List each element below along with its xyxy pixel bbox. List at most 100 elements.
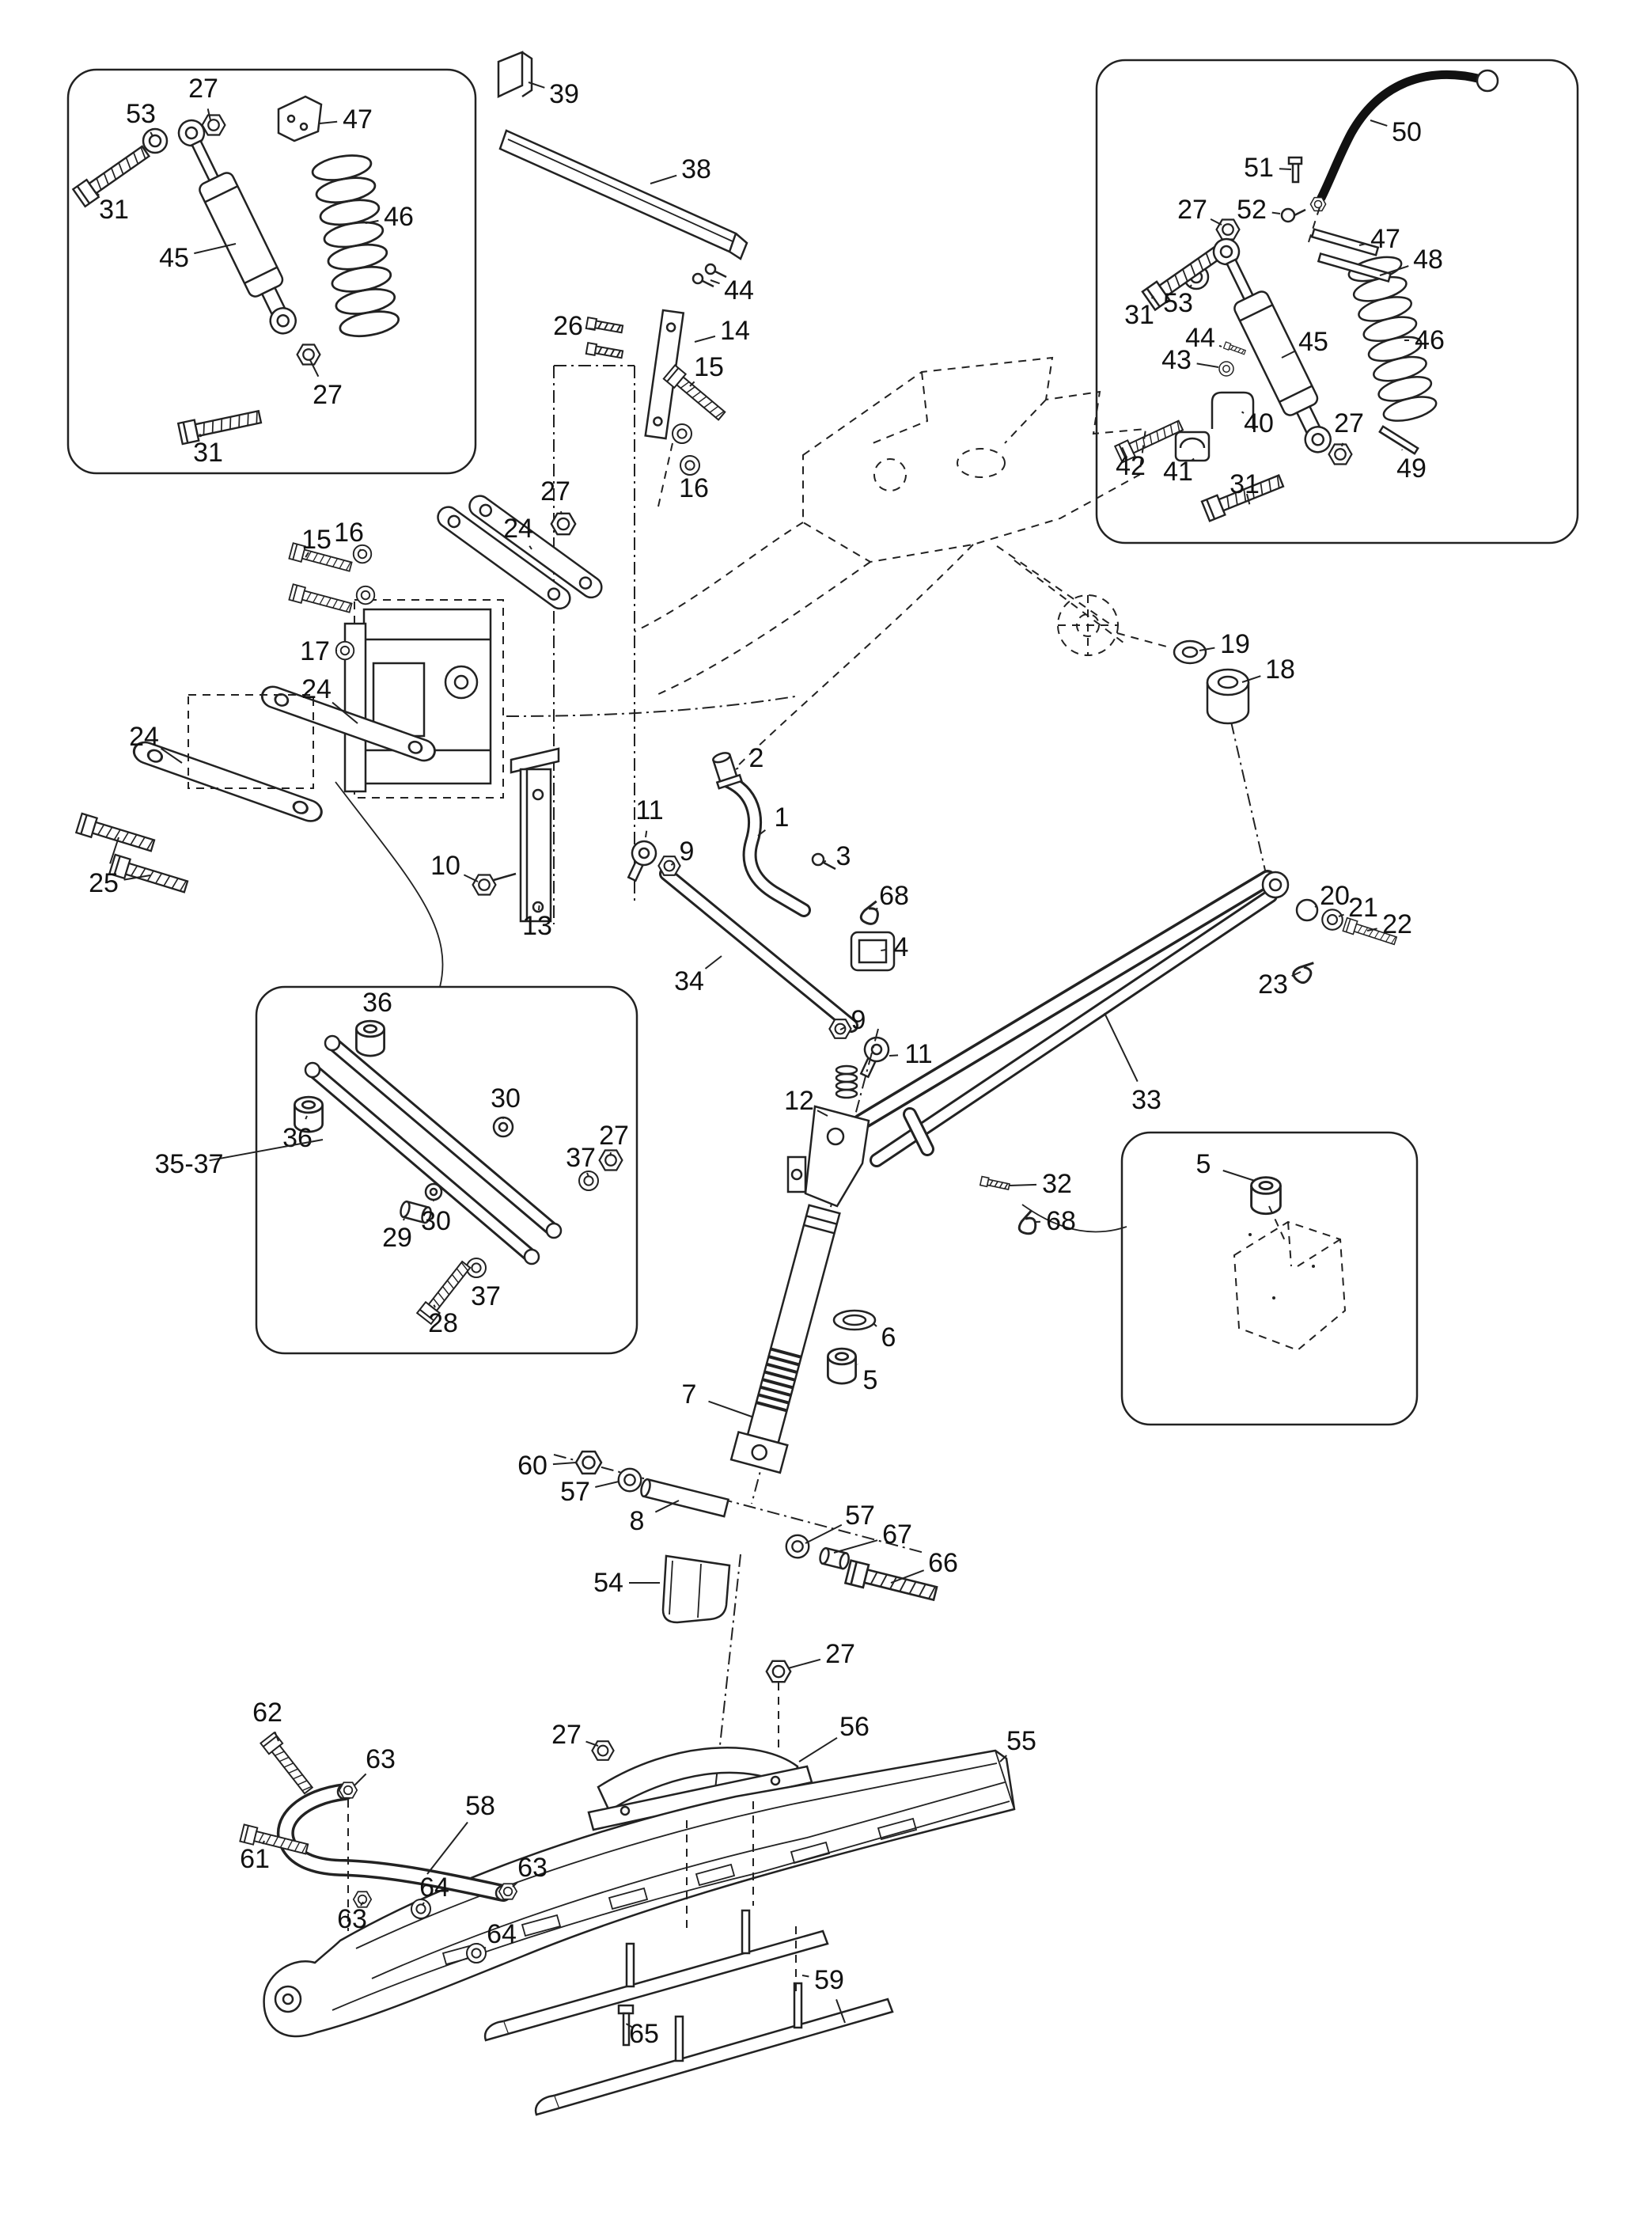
part-label-55: 55	[1006, 1726, 1036, 1756]
bushing-detail	[1233, 1176, 1347, 1352]
nut-10	[472, 874, 497, 896]
part-label-45: 45	[159, 243, 189, 273]
nut-9	[828, 1019, 852, 1039]
leader-line	[999, 1755, 1007, 1762]
leader-line	[710, 279, 720, 285]
nut-27	[550, 512, 577, 536]
part-label-47: 47	[1370, 224, 1400, 254]
steering-support	[343, 599, 504, 799]
screw-3	[811, 852, 825, 867]
leader-line	[1009, 1183, 1037, 1186]
part-label-53: 53	[1163, 288, 1193, 318]
leader-line	[650, 174, 677, 184]
leader-line	[654, 1500, 680, 1513]
leader-line	[365, 219, 379, 224]
part-label-25: 25	[89, 868, 119, 898]
part-label-31: 31	[1230, 469, 1260, 499]
leader-line	[585, 1740, 599, 1747]
bracket-39	[497, 51, 533, 98]
part-label-39: 39	[549, 79, 579, 109]
leader-line	[1281, 350, 1296, 359]
leader-line	[1199, 647, 1215, 651]
leader-line	[1338, 913, 1344, 917]
washer-57	[617, 1467, 642, 1493]
leader-line	[1222, 1170, 1256, 1182]
part-label-38: 38	[681, 154, 711, 184]
part-label-18: 18	[1265, 655, 1295, 685]
steering-arm-1	[711, 752, 836, 917]
hose-nut	[1309, 196, 1327, 212]
bolt-65	[617, 2004, 635, 2047]
ball-stud-2	[711, 752, 743, 790]
leader-line	[823, 860, 827, 863]
part-label-46: 46	[1415, 325, 1445, 355]
leader-line	[609, 1152, 612, 1156]
axle-8	[640, 1478, 730, 1518]
part-label-6: 6	[881, 1322, 896, 1353]
washer-57	[785, 1534, 810, 1559]
ski-55	[263, 1749, 1016, 2038]
connector-curve-to-detail	[1021, 1204, 1127, 1233]
seal-6	[832, 1309, 877, 1331]
part-label-29: 29	[382, 1223, 412, 1253]
part-label-62: 62	[252, 1698, 282, 1728]
part-label-27: 27	[551, 1720, 582, 1750]
leader-line	[670, 862, 675, 866]
leader-line	[433, 1304, 436, 1308]
leader-line	[801, 1975, 809, 1978]
spring-slider-47	[1310, 228, 1380, 256]
bushing-5	[827, 1347, 857, 1385]
leader-line	[1191, 457, 1195, 461]
leader-line	[805, 1523, 843, 1544]
leader-line	[552, 1462, 577, 1466]
steering-post-7	[729, 1204, 841, 1474]
spindle-12	[786, 1064, 870, 1208]
inset-box-bushing-detail	[1120, 1131, 1419, 1426]
part-label-46: 46	[384, 202, 414, 232]
part-label-27: 27	[825, 1639, 855, 1669]
washer-16	[679, 454, 701, 476]
part-label-30: 30	[491, 1083, 521, 1114]
leader-line	[889, 1054, 899, 1057]
leader-line	[625, 2023, 634, 2028]
washer-16	[671, 423, 693, 445]
leader-line	[160, 747, 183, 764]
leader-line	[1218, 344, 1222, 347]
leader-line	[1366, 928, 1377, 931]
part-label-8: 8	[630, 1506, 645, 1536]
part-label-37: 37	[471, 1281, 501, 1311]
leader-line	[1370, 120, 1388, 127]
leader-line	[1246, 493, 1251, 505]
part-label-37: 37	[566, 1143, 596, 1173]
part-label-61: 61	[240, 1844, 270, 1874]
part-label-3: 3	[836, 841, 851, 871]
hose-50	[1317, 70, 1486, 203]
leader-line	[708, 1400, 752, 1417]
leader-line	[835, 1999, 846, 2024]
part-label-16: 16	[334, 518, 364, 548]
steering-stop-4	[850, 931, 896, 972]
leader-line	[426, 1821, 468, 1875]
leader-line	[305, 1115, 308, 1120]
part-label-9: 9	[851, 1005, 866, 1035]
leader-line	[1189, 284, 1192, 287]
tie-rod-34	[620, 836, 894, 1082]
leader-line	[529, 545, 532, 550]
rubber-stop-54	[661, 1554, 731, 1624]
trailing-arm-33	[852, 870, 1290, 1167]
part-label-48: 48	[1413, 245, 1443, 275]
part-label-27: 27	[1177, 195, 1207, 225]
part-label-54: 54	[593, 1568, 623, 1598]
washer-37	[578, 1170, 600, 1192]
part-label-41: 41	[1163, 457, 1193, 487]
leader-line	[1210, 218, 1222, 226]
nut-27	[1328, 443, 1353, 465]
upper-rail-assembly	[497, 51, 748, 507]
banjo-fitting	[1476, 69, 1499, 93]
leader-line	[150, 131, 153, 137]
part-label-12: 12	[784, 1086, 814, 1116]
washer-16	[352, 544, 373, 564]
leader-line	[1196, 362, 1219, 368]
leader-line	[262, 1840, 265, 1845]
